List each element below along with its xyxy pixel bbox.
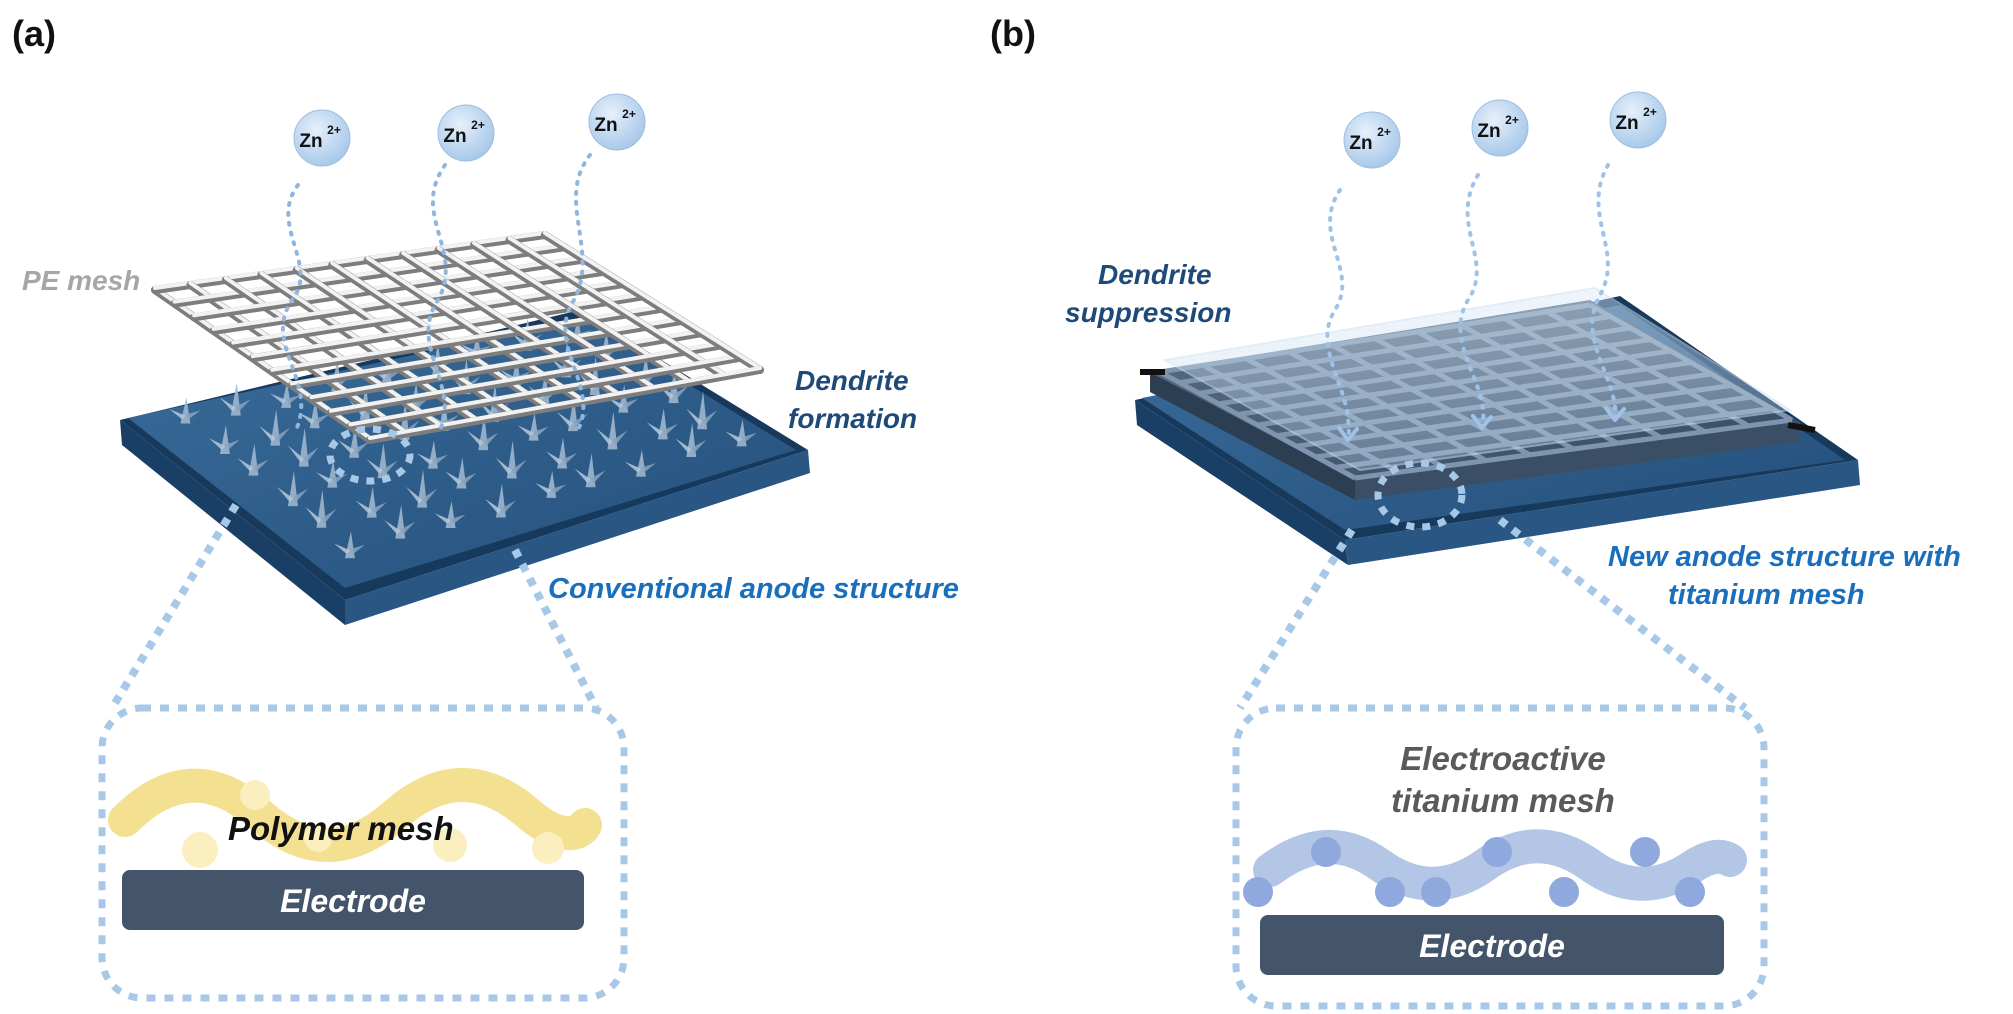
svg-text:2+: 2+ bbox=[1643, 105, 1657, 119]
dendrite bbox=[287, 427, 319, 467]
dendrite bbox=[355, 486, 387, 518]
dendrite bbox=[574, 453, 606, 488]
dendrite bbox=[270, 381, 302, 408]
dendrite bbox=[495, 440, 527, 479]
ion-path bbox=[1458, 173, 1486, 430]
pe-mesh bbox=[151, 231, 764, 444]
svg-text:Zn: Zn bbox=[594, 115, 617, 136]
dendrite bbox=[624, 449, 656, 477]
electroactive-label-1: Electroactive bbox=[1400, 740, 1605, 777]
dendrite bbox=[366, 443, 398, 479]
dendrites bbox=[169, 316, 757, 559]
dendrite bbox=[338, 425, 370, 458]
svg-text:Zn: Zn bbox=[1477, 121, 1500, 142]
zn-ion-a2: Zn 2+ bbox=[437, 104, 495, 162]
svg-text:Zn: Zn bbox=[299, 131, 322, 152]
polymer-mesh-wave bbox=[108, 768, 602, 868]
titanium-mesh-wave bbox=[1243, 829, 1747, 907]
panel-b: (b) Zn 2+ bbox=[990, 13, 1961, 1010]
panel-a-label: (a) bbox=[12, 13, 56, 54]
new-anode-caption-2: titanium mesh bbox=[1668, 579, 1865, 611]
polymer-mesh-label: Polymer mesh bbox=[228, 810, 454, 847]
svg-text:Zn: Zn bbox=[1349, 133, 1372, 154]
dendrite bbox=[208, 425, 240, 455]
svg-text:2+: 2+ bbox=[327, 123, 341, 137]
dendrite-formation-label-1: Dendrite bbox=[795, 365, 909, 396]
ion-path bbox=[1325, 188, 1351, 442]
dendrite bbox=[596, 411, 628, 450]
dendrite bbox=[445, 457, 477, 489]
inset-electrode-a bbox=[122, 870, 584, 930]
ti-mesh-wire-stub bbox=[1787, 422, 1816, 433]
dendrite bbox=[467, 415, 499, 451]
inset-electrode-label-b: Electrode bbox=[1419, 928, 1565, 964]
dendrite bbox=[725, 419, 757, 447]
dendrite-suppression-label-2: suppression bbox=[1065, 297, 1231, 328]
svg-text:2+: 2+ bbox=[1377, 125, 1391, 139]
dendrite-formation-label-2: formation bbox=[788, 403, 917, 434]
inset-electrode-label-a: Electrode bbox=[280, 883, 426, 919]
dendrite bbox=[237, 443, 269, 476]
dendrite bbox=[169, 397, 201, 424]
zn-ion-b2: Zn 2+ bbox=[1471, 99, 1529, 157]
ion-path bbox=[280, 183, 304, 432]
svg-text:2+: 2+ bbox=[471, 118, 485, 132]
separator-layer bbox=[1162, 286, 1793, 472]
electroactive-label-2: titanium mesh bbox=[1391, 782, 1615, 819]
zoom-circle-a bbox=[326, 425, 414, 485]
svg-text:2+: 2+ bbox=[1505, 113, 1519, 127]
dendrite bbox=[484, 483, 516, 518]
svg-text:Zn: Zn bbox=[1615, 113, 1638, 134]
zn-ion-b1: Zn 2+ bbox=[1343, 111, 1401, 169]
zoom-lines-b bbox=[1236, 516, 1748, 712]
inset-electrode-b bbox=[1260, 915, 1724, 975]
dendrite bbox=[305, 489, 337, 528]
dendrite bbox=[298, 399, 330, 429]
ion-path bbox=[1590, 163, 1618, 422]
ion-path bbox=[563, 153, 592, 432]
dendrite bbox=[259, 409, 291, 446]
svg-text:Zn: Zn bbox=[443, 126, 466, 147]
zn-ion-b3: Zn 2+ bbox=[1609, 91, 1667, 149]
pe-mesh-label: PE mesh bbox=[22, 265, 140, 296]
dendrite bbox=[333, 531, 365, 559]
dendrite bbox=[546, 437, 578, 469]
zn-ion-a1: Zn 2+ bbox=[293, 109, 351, 167]
dendrite bbox=[646, 408, 678, 440]
svg-text:2+: 2+ bbox=[622, 107, 636, 121]
zoom-circle-b bbox=[1374, 459, 1466, 531]
dendrite-suppression-label-1: Dendrite bbox=[1098, 259, 1212, 290]
ion-path bbox=[426, 163, 448, 432]
dendrite bbox=[535, 470, 567, 498]
ion-paths-a bbox=[280, 153, 592, 432]
zn-ion-a3: Zn 2+ bbox=[588, 93, 646, 151]
ion-paths-b bbox=[1325, 163, 1626, 442]
ti-mesh-strand bbox=[1354, 417, 1793, 481]
dendrite bbox=[406, 469, 438, 508]
zoom-lines-a bbox=[108, 502, 600, 711]
dendrite bbox=[517, 412, 549, 441]
panel-b-label: (b) bbox=[990, 13, 1036, 54]
dendrite bbox=[434, 501, 466, 529]
dendrite bbox=[686, 391, 718, 430]
conventional-anode-caption: Conventional anode structure bbox=[548, 573, 959, 605]
panel-a: (a) Zn 2+ Zn 2+ bbox=[12, 13, 959, 1002]
dendrite bbox=[384, 504, 416, 539]
dendrite bbox=[276, 471, 308, 507]
dendrite bbox=[316, 459, 348, 488]
dendrite bbox=[675, 423, 707, 457]
dendrite bbox=[219, 382, 251, 416]
dendrite bbox=[416, 440, 448, 469]
new-anode-caption-1: New anode structure with bbox=[1608, 541, 1961, 573]
